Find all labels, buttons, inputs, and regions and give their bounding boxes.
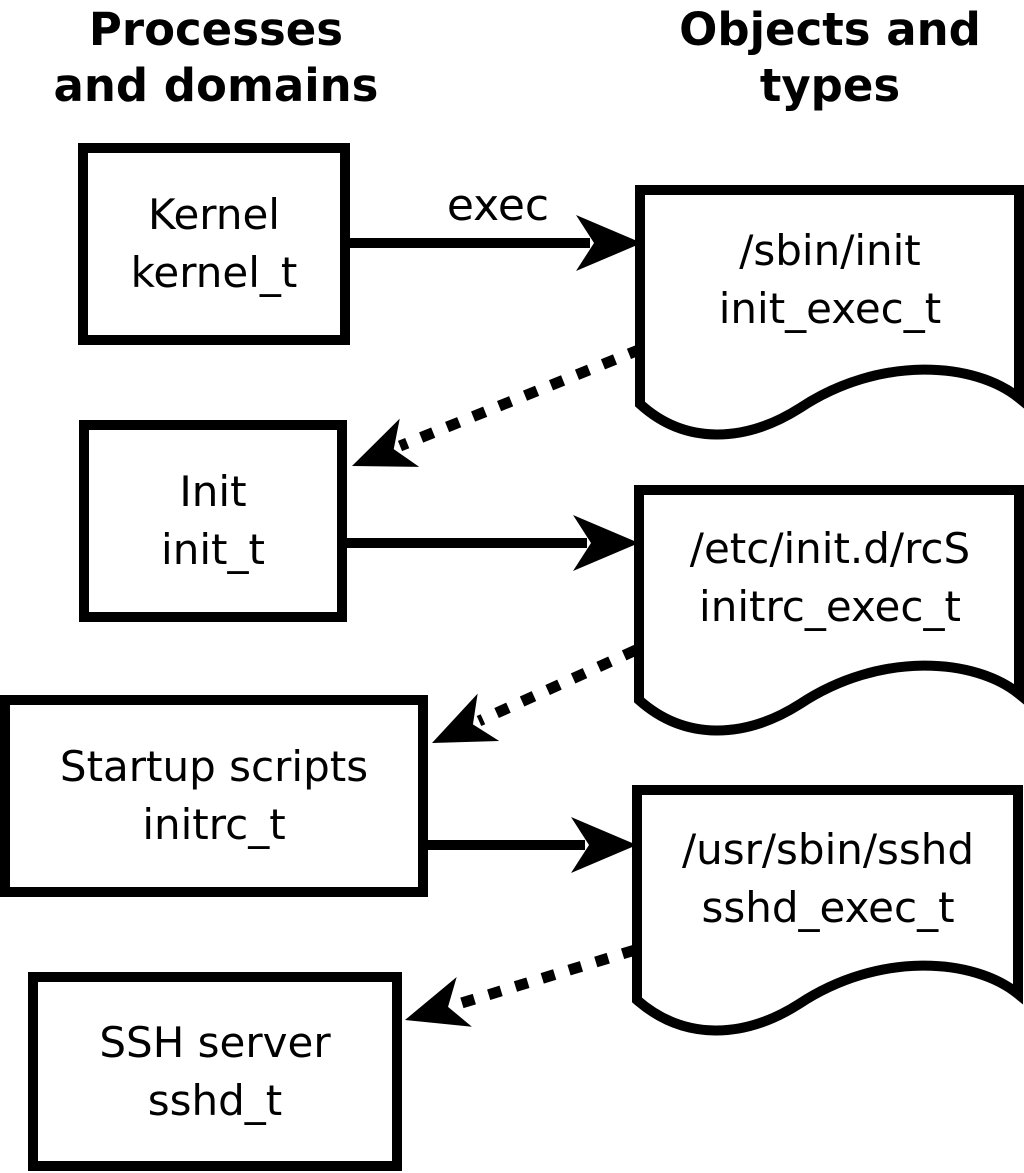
process-box-kernel: Kernel kernel_t: [78, 143, 350, 345]
process-box-init: Init init_t: [79, 420, 347, 622]
process-name: Kernel: [148, 190, 280, 239]
process-name: SSH server: [99, 1017, 331, 1067]
dotted-arrow-sshd-exec-to-sshd: [405, 944, 637, 1027]
column-header-processes-line2: and domains: [53, 59, 379, 112]
column-header-objects-line1: Objects and: [679, 3, 981, 56]
process-domain: sshd_t: [147, 1075, 283, 1125]
document-shape-sbin-init: [635, 185, 1024, 440]
column-header-objects-line2: types: [759, 59, 901, 112]
process-domain: init_t: [161, 525, 265, 574]
process-name: Init: [179, 467, 247, 516]
solid-arrow-init-to-rcs: [343, 515, 639, 571]
process-domain: kernel_t: [130, 248, 298, 297]
solid-arrow-kernel-to-sbin-init: [344, 215, 642, 271]
dotted-arrow-rcs-to-initrc: [432, 644, 639, 743]
solid-arrow-initrc-to-sshd: [424, 817, 637, 873]
process-domain: initrc_t: [142, 800, 286, 849]
process-name: Startup scripts: [59, 742, 369, 791]
process-box-ssh-server: SSH server sshd_t: [28, 972, 402, 1171]
column-header-objects: Objects and types: [630, 2, 1024, 114]
column-header-processes-line1: Processes: [88, 3, 344, 56]
document-shape-usr-sbin-sshd: [632, 785, 1023, 1036]
column-header-processes: Processes and domains: [0, 2, 432, 114]
dotted-arrow-sbin-init-to-init: [352, 343, 644, 467]
document-shape-etc-initd-rcs: [634, 485, 1024, 736]
exec-arrow-label: exec: [446, 180, 550, 231]
process-box-startup-scripts: Startup scripts initrc_t: [0, 695, 428, 897]
